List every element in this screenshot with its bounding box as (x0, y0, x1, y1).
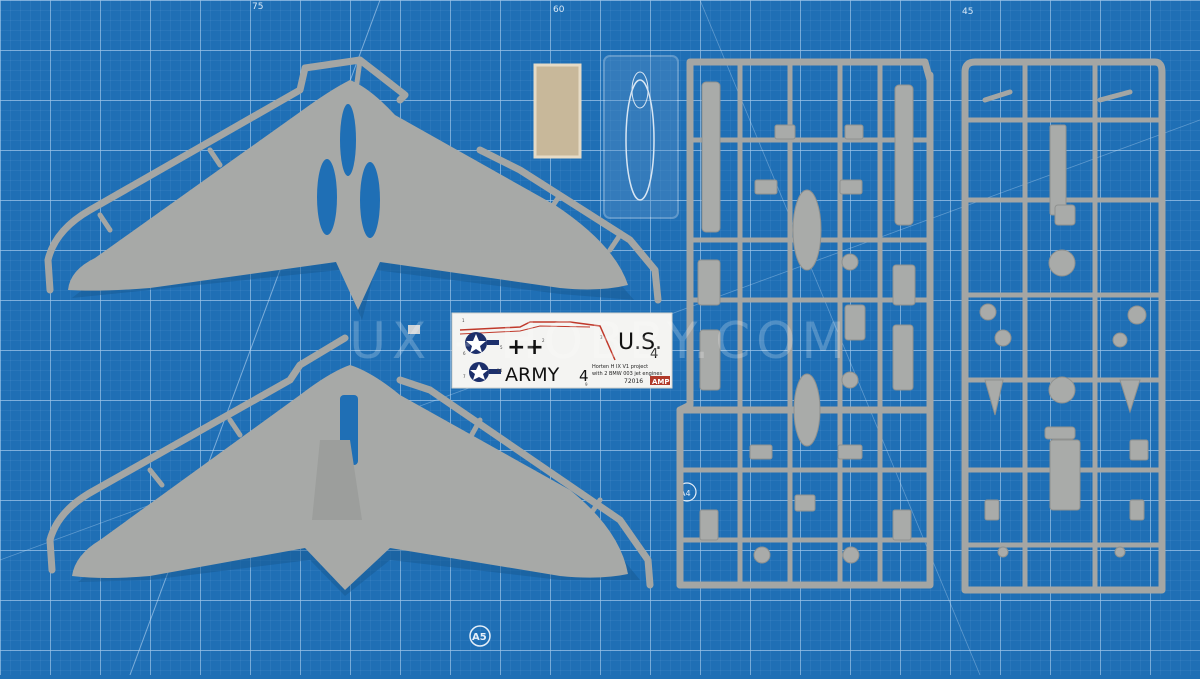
decal-index-3: 3 (600, 335, 603, 340)
ruler-mark-75: 75 (252, 2, 263, 12)
grid-label: A5 (472, 632, 487, 643)
wing-upper-part (68, 80, 628, 310)
decal-index-7: 7 (463, 374, 466, 379)
decal-index-1: 1 (462, 318, 465, 323)
decal-army: ARMY (505, 364, 560, 386)
cockpit-opening (340, 104, 356, 176)
decal-index-9: 9 (585, 382, 588, 387)
wing-lower-sprue (46, 334, 654, 596)
intake-left (317, 159, 337, 235)
decal-desc-1: Horten H IX V1 project (592, 364, 648, 370)
clear-sprue (603, 55, 679, 219)
decal-sheet: ++ U.S. 4 ARMY 4 Horten H IX V1 project … (451, 312, 673, 389)
decal-code: 72016 (624, 378, 643, 385)
decal-stripe (459, 321, 616, 361)
decal-us: U.S. (618, 330, 662, 355)
decal-index-14: 14 (497, 368, 503, 373)
decal-desc-2: with 2 BMW 003 jet engines (592, 371, 662, 377)
sprue-tree-a (676, 58, 934, 589)
decal-cross: ++ (507, 335, 544, 360)
intake-right (360, 162, 380, 238)
side-marker: A4 (680, 489, 691, 498)
watermark: UX - HOBBY.COM (349, 312, 850, 370)
decal-index-2: 2 (542, 338, 545, 343)
ruler-mark-45: 45 (962, 7, 973, 17)
engine-fairing (312, 440, 362, 520)
decal-index-6: 6 (463, 351, 466, 356)
decal-index-5: 5 (500, 345, 503, 350)
loose-part (408, 325, 420, 334)
ruler-mark-60: 60 (553, 5, 565, 15)
decal-brand: AMP (652, 378, 670, 386)
sprue-tree-b (961, 58, 1166, 594)
wing-upper-sprue (44, 56, 662, 320)
mask-sheet (533, 63, 582, 159)
grid-label-badge (469, 625, 491, 647)
decal-number-2: 4 (579, 367, 589, 385)
decal-number-1: 4 (650, 347, 658, 362)
